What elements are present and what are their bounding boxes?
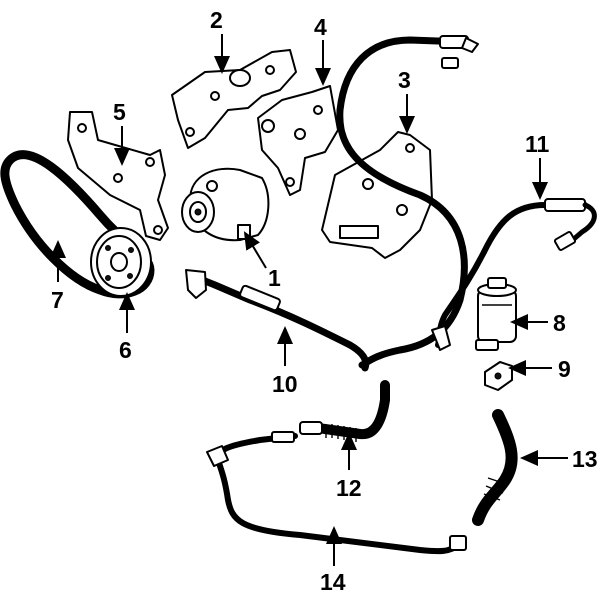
- hose-assembly: [299, 380, 390, 442]
- pressure-hose: [185, 269, 370, 372]
- power-steering-pump: [181, 167, 270, 242]
- reservoir: [475, 277, 517, 351]
- clamp: [484, 361, 513, 391]
- callout-4: 4: [314, 14, 327, 40]
- callout-13: 13: [572, 446, 598, 472]
- callout-14: 14: [320, 569, 346, 595]
- callout-2: 2: [210, 7, 223, 33]
- upper-bracket: [171, 49, 297, 149]
- callout-1: 1: [268, 265, 281, 291]
- callout-labels: 2 4 3 5 11 1 7 6 8 9 10 12 13 14: [51, 7, 598, 595]
- callout-10: 10: [272, 371, 298, 397]
- leader-arrow-1: [243, 231, 267, 269]
- callout-8: 8: [553, 310, 566, 336]
- pulley: [90, 227, 152, 297]
- front-bracket: [67, 111, 169, 241]
- return-line: [431, 198, 597, 351]
- leader-arrows: [50, 34, 568, 566]
- callout-6: 6: [119, 337, 132, 363]
- callout-3: 3: [398, 67, 411, 93]
- callout-12: 12: [336, 475, 362, 501]
- callout-7: 7: [51, 287, 64, 313]
- callout-5: 5: [113, 99, 126, 125]
- return-hose: [472, 409, 518, 526]
- cooler-line: [206, 431, 467, 555]
- callout-11: 11: [525, 131, 550, 157]
- upper-return-hose: [336, 35, 479, 369]
- callout-9: 9: [558, 356, 571, 382]
- reservoir-bracket: [321, 131, 433, 259]
- mounting-bracket: [257, 85, 339, 196]
